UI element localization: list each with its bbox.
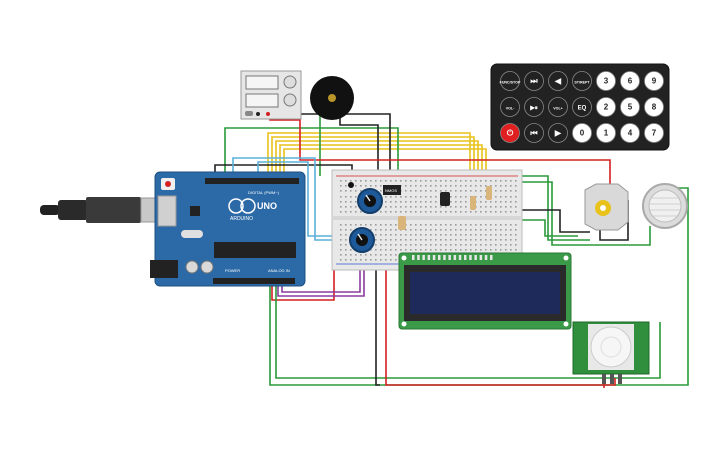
wire-green-6 (522, 181, 651, 246)
digital-header (205, 178, 299, 184)
wire-green-3 (269, 187, 689, 386)
wire-green-4 (275, 286, 661, 379)
potentiometer-1[interactable] (357, 188, 383, 214)
remote-key[interactable] (644, 71, 664, 91)
power-supply[interactable] (240, 70, 302, 120)
remote-key-label: 9 (652, 77, 657, 86)
remote-key-label: VOL+ (553, 107, 563, 111)
dc-jack (150, 260, 178, 278)
remote-key[interactable] (500, 123, 520, 143)
wire-blue-1 (232, 157, 345, 241)
remote-key[interactable] (644, 123, 664, 143)
ir-receiver[interactable] (440, 192, 450, 206)
atmega-chip (214, 242, 296, 258)
remote-key[interactable] (524, 71, 544, 91)
potentiometer-2[interactable] (349, 227, 375, 253)
remote-keypad: FUNC/STOP VOL- ⏻ ⏭ ▶⏸ ⏮ ◀ VOL+ ▶ ST/REPT EQ 0 3 2 1 6 5 4… (500, 71, 664, 143)
remote-key[interactable] (596, 71, 616, 91)
remote-key-label: ⏭ (530, 77, 538, 86)
digital-label: DIGITAL (PWM~) (248, 190, 280, 195)
remote-key-label: ▶ (554, 129, 562, 138)
nmos-label: NMOS (385, 188, 397, 193)
remote-key[interactable] (620, 97, 640, 117)
remote-key[interactable] (620, 123, 640, 143)
arduino-logo-icon (228, 198, 244, 214)
remote-key-label: 7 (652, 129, 657, 138)
remote-key[interactable] (644, 97, 664, 117)
remote-key[interactable] (620, 71, 640, 91)
remote-key-label: 8 (652, 103, 657, 112)
ir-remote[interactable]: FUNC/STOP VOL- ⏻ ⏭ ▶⏸ ⏮ ◀ VOL+ ▶ ST/REPT EQ 0 3 2 1 6 5 4… (490, 63, 670, 151)
power-label: POWER (225, 268, 240, 273)
wire-green-5 (520, 175, 590, 241)
analog-header (213, 278, 295, 284)
remote-key[interactable] (572, 123, 592, 143)
remote-key[interactable] (596, 97, 616, 117)
remote-key[interactable] (548, 71, 568, 91)
remote-key-label: ◀ (554, 77, 562, 86)
remote-key-label: 0 (580, 129, 585, 138)
wire-black-5 (500, 209, 590, 233)
resistors (348, 182, 492, 230)
usb-port (157, 195, 177, 227)
remote-key-label: ⏻ (507, 129, 514, 138)
lcd-16x2[interactable] (398, 252, 572, 330)
usb-cable (40, 197, 162, 223)
wire-black-4 (375, 250, 380, 386)
dc-motor[interactable] (584, 183, 629, 231)
wire-green-top (224, 127, 399, 176)
remote-key[interactable] (524, 123, 544, 143)
remote-key[interactable] (500, 71, 520, 91)
remote-key-label: EQ (578, 106, 587, 112)
remote-key[interactable] (548, 123, 568, 143)
remote-key-label: FUNC/STOP (500, 81, 521, 85)
arduino-uno[interactable]: ARDUINO UNO DIGITAL (PWM~) POWER ANALOG … (150, 171, 306, 287)
remote-key[interactable] (572, 97, 592, 117)
remote-key-label: ▶⏸ (529, 105, 538, 112)
remote-key-label: ⏮ (530, 129, 537, 138)
arduino-model: UNO (257, 201, 277, 211)
wire-red-3 (385, 250, 616, 386)
lcd-pins (412, 255, 493, 260)
remote-key[interactable] (572, 71, 592, 91)
remote-key-label: 2 (604, 103, 609, 112)
nmos-chip[interactable]: NMOS (383, 185, 401, 195)
remote-key-label: 5 (628, 103, 633, 112)
remote-key-label: 3 (604, 77, 609, 86)
remote-key[interactable] (500, 97, 520, 117)
piezo-buzzer[interactable] (310, 76, 354, 120)
remote-key[interactable] (548, 97, 568, 117)
pir-sensor[interactable] (572, 321, 650, 384)
wire-blue-2 (257, 161, 345, 237)
remote-key-label: VOL- (506, 107, 515, 111)
remote-key[interactable] (596, 123, 616, 143)
remote-key-label: 4 (628, 129, 633, 138)
remote-key-label: 1 (604, 129, 609, 138)
remote-key-label: 6 (628, 77, 633, 86)
arduino-brand: ARDUINO (230, 216, 253, 222)
analog-label: ANALOG IN (268, 268, 290, 273)
remote-key[interactable] (524, 97, 544, 117)
wire-black-2 (268, 113, 391, 176)
gas-sensor[interactable] (642, 183, 688, 229)
remote-key-label: ST/REPT (574, 81, 590, 85)
